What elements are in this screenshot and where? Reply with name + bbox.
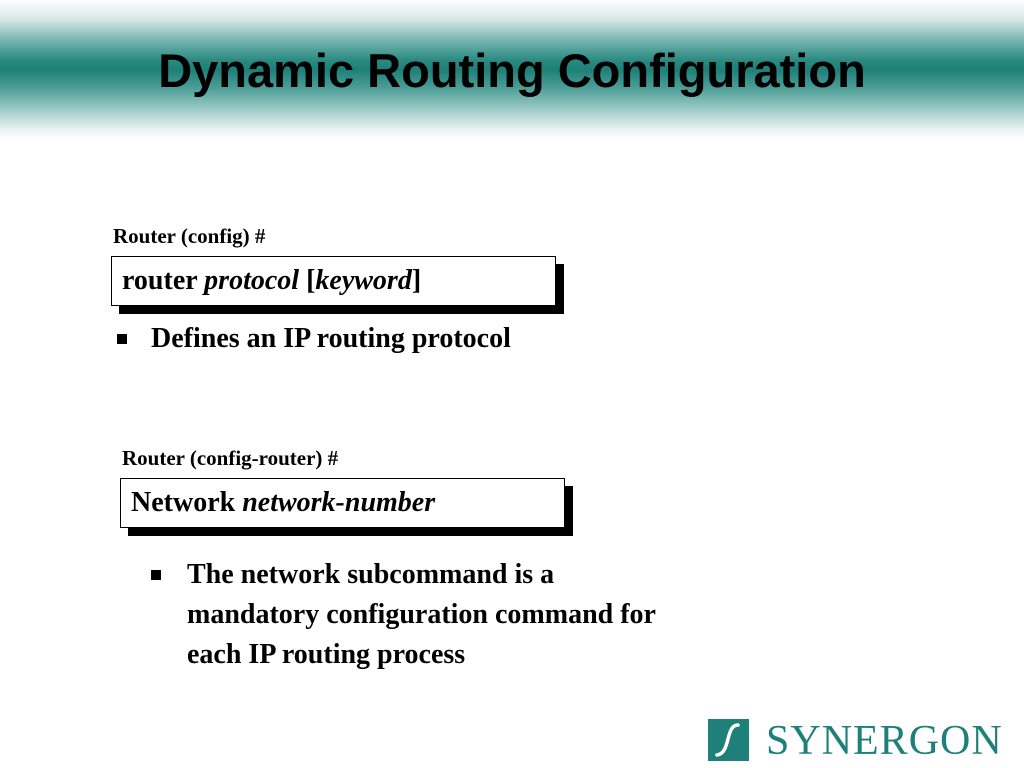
bullet-defines-protocol: Defines an IP routing protocol xyxy=(151,323,511,354)
bullet-line-2: mandatory configuration command for xyxy=(187,599,656,630)
config-router-prompt: Router (config-router) # xyxy=(122,446,339,470)
slide-title: Dynamic Routing Configuration xyxy=(158,44,866,97)
command-arg-protocol: protocol xyxy=(204,265,300,296)
synergon-logo: SYNERGON xyxy=(708,718,1008,764)
command-keyword-router: router xyxy=(122,265,198,296)
bullet-line-3: each IP routing process xyxy=(187,639,466,670)
bullet-line-1: The network subcommand is a xyxy=(187,559,555,590)
bullet-square-icon xyxy=(117,334,127,344)
command-arg-network-number: network-number xyxy=(242,487,436,518)
config-prompt: Router (config) # xyxy=(113,224,266,248)
router-command-box: router protocol [keyword] xyxy=(111,256,556,306)
logo-text: SYNERGON xyxy=(766,718,1003,764)
command-arg-keyword: keyword xyxy=(315,265,412,296)
bracket-open: [ xyxy=(306,265,316,296)
synergon-s-logo-icon xyxy=(708,719,749,761)
network-command-box: Network network-number xyxy=(120,478,565,528)
bracket-close: ] xyxy=(411,265,422,296)
command-keyword-network: Network xyxy=(131,487,236,518)
title-band xyxy=(0,0,1024,140)
bullet-square-icon xyxy=(151,570,161,580)
